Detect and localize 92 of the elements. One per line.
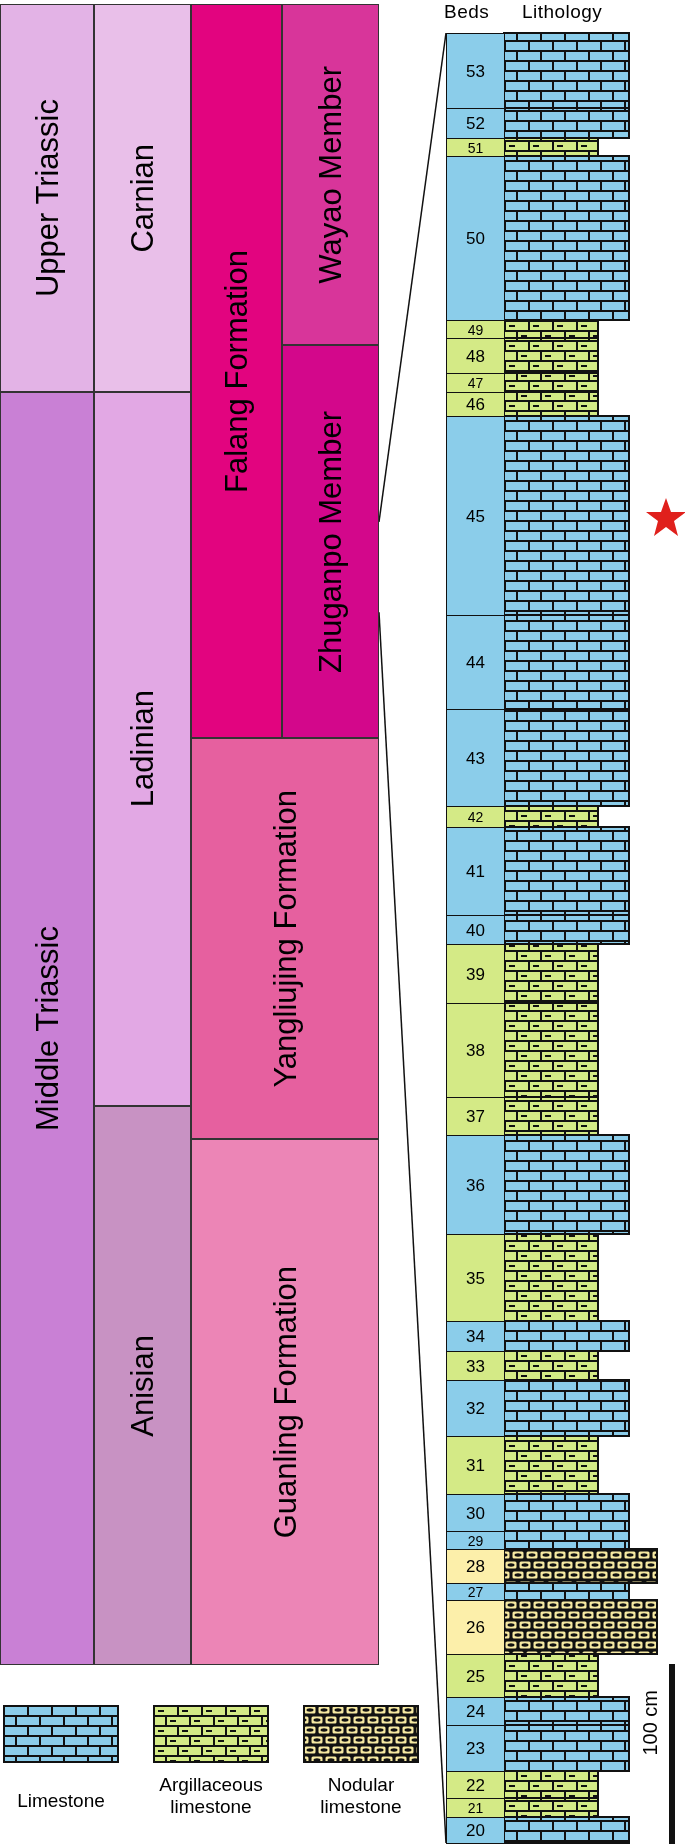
bed-number: 39 xyxy=(466,965,485,983)
unit-name: Ladinian xyxy=(127,690,158,808)
legend-label: Limestone xyxy=(16,1790,106,1812)
unit-name: Guanling Formation xyxy=(269,1265,301,1539)
bed-box xyxy=(446,1654,505,1698)
bed-box xyxy=(446,1549,505,1584)
bed-number: 40 xyxy=(466,921,485,939)
bed-box xyxy=(446,416,505,616)
bed-box xyxy=(446,1003,505,1098)
bed-box xyxy=(446,1321,505,1352)
stage-band xyxy=(94,392,191,1106)
unit-name: Upper Triassic xyxy=(31,98,63,298)
legend-label: Argillaceous limestone xyxy=(158,1774,264,1818)
bed-box xyxy=(446,1583,505,1601)
bed-number: 32 xyxy=(466,1400,485,1417)
unit-name: Anisian xyxy=(127,1334,158,1437)
bed-box xyxy=(446,806,505,828)
bed-box xyxy=(446,1097,505,1136)
bed-number: 52 xyxy=(466,115,485,132)
bed-number: 45 xyxy=(466,507,485,525)
bed-number: 44 xyxy=(466,654,485,671)
bed-box xyxy=(446,108,505,139)
bed-number: 51 xyxy=(467,140,484,155)
formation-band xyxy=(191,1139,379,1665)
bed-number: 50 xyxy=(466,230,485,247)
bed-box xyxy=(446,338,505,374)
bed-box xyxy=(446,392,505,417)
column-header: Lithology xyxy=(522,2,603,21)
bed-number: 46 xyxy=(466,396,485,413)
bed-number: 37 xyxy=(466,1108,485,1125)
bed-number: 29 xyxy=(467,1533,484,1548)
bed-number: 28 xyxy=(466,1558,485,1575)
bed-number: 22 xyxy=(466,1776,485,1794)
stage-band xyxy=(94,1106,191,1665)
bed-number: 42 xyxy=(467,810,484,824)
bed-box xyxy=(446,1135,505,1235)
bed-number: 41 xyxy=(466,863,485,880)
bed-box xyxy=(446,915,505,945)
bed-box xyxy=(446,1436,505,1495)
bed-box xyxy=(446,615,505,710)
correlation-line xyxy=(378,32,447,523)
bed-number: 43 xyxy=(466,749,485,767)
bed-number: 21 xyxy=(467,1801,484,1815)
unit-name: Zhuganpo Member xyxy=(315,410,346,673)
bed-box xyxy=(446,1771,505,1799)
bed-number: 23 xyxy=(466,1740,485,1757)
unit-name: Wayao Member xyxy=(315,65,346,284)
unit-name: Middle Triassic xyxy=(31,926,63,1131)
bed-number: 27 xyxy=(467,1585,484,1599)
bed-box xyxy=(446,1380,505,1437)
bed-box xyxy=(446,156,505,321)
scale-label: 100 cm xyxy=(640,1690,660,1756)
bed-number: 47 xyxy=(467,376,484,390)
formation-band xyxy=(191,4,282,738)
bed-box xyxy=(446,1600,505,1655)
bed-number: 30 xyxy=(466,1504,485,1522)
bed-number: 33 xyxy=(466,1357,485,1375)
period-band xyxy=(0,4,94,392)
bed-box xyxy=(446,827,505,916)
bed-number: 24 xyxy=(466,1703,485,1720)
stage-band xyxy=(94,4,191,392)
bed-box xyxy=(446,709,505,807)
unit-name: Yangliujing Formation xyxy=(269,789,301,1088)
bed-number: 26 xyxy=(466,1619,485,1636)
bed-box xyxy=(446,1234,505,1322)
bed-number: 25 xyxy=(466,1667,485,1685)
period-band xyxy=(0,392,94,1665)
column-header: Beds xyxy=(444,2,490,21)
bed-box xyxy=(446,33,505,109)
bed-number: 48 xyxy=(466,347,485,365)
bed-box xyxy=(446,373,505,393)
bed-box xyxy=(446,1817,505,1844)
bed-box xyxy=(446,1494,505,1532)
unit-name: Carnian xyxy=(127,143,158,253)
bed-box xyxy=(446,1798,505,1818)
bed-number: 20 xyxy=(466,1822,485,1839)
formation-band xyxy=(191,738,379,1139)
member-band xyxy=(282,4,379,345)
bed-number: 53 xyxy=(466,62,485,80)
bed-number: 36 xyxy=(466,1176,485,1194)
bed-number: 31 xyxy=(466,1457,485,1474)
bed-box xyxy=(446,1697,505,1726)
bed-box xyxy=(446,1725,505,1772)
bed-number: 35 xyxy=(466,1269,485,1287)
bed-number: 49 xyxy=(467,322,484,337)
bed-box xyxy=(446,944,505,1004)
legend-label: Nodular limestone xyxy=(319,1774,403,1818)
member-band xyxy=(282,345,379,738)
bed-number: 34 xyxy=(466,1328,485,1345)
unit-name: Falang Formation xyxy=(221,249,252,493)
bed-number: 38 xyxy=(466,1042,485,1059)
bed-box xyxy=(446,1351,505,1381)
